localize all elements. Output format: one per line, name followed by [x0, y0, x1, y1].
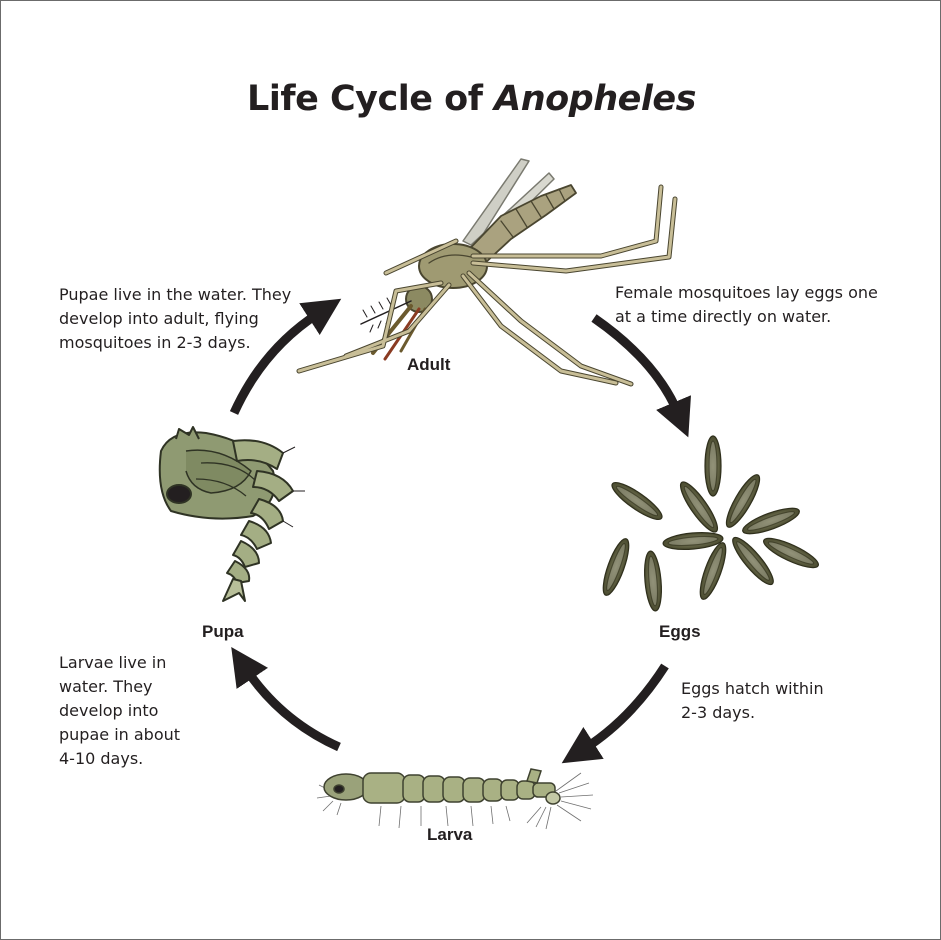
title-prefix: Life Cycle of: [247, 79, 495, 119]
description-eggs-to-larva: Eggs hatch within 2-3 days.: [681, 679, 824, 722]
description-larva-to-pupa: Larvae live in water. They develop into …: [59, 653, 181, 768]
stage-label-pupa: Pupa: [202, 622, 244, 641]
diagram-title: Life Cycle of Anopheles: [1, 79, 940, 119]
description-pupa-to-adult: Pupae live in the water. They develop in…: [59, 285, 292, 352]
cycle-arrows: [229, 298, 691, 764]
stage-label-eggs: Eggs: [659, 622, 701, 641]
arrow-eggs-to-larva: [561, 663, 669, 764]
arrow-larva-to-pupa: [231, 647, 341, 752]
pupa-illustration: [158, 426, 305, 602]
adult-mosquito-illustration: [296, 158, 678, 387]
description-adult-to-eggs: Female mosquitoes lay eggs one at a time…: [615, 283, 878, 326]
eggs-illustration: [602, 435, 819, 612]
title-genus: Anopheles: [494, 79, 696, 119]
larva-illustration: [316, 768, 594, 830]
arrow-pupa-to-adult: [229, 298, 342, 415]
arrow-adult-to-eggs: [591, 314, 691, 438]
stage-label-larva: Larva: [427, 825, 473, 844]
stage-label-adult: Adult: [407, 355, 451, 374]
